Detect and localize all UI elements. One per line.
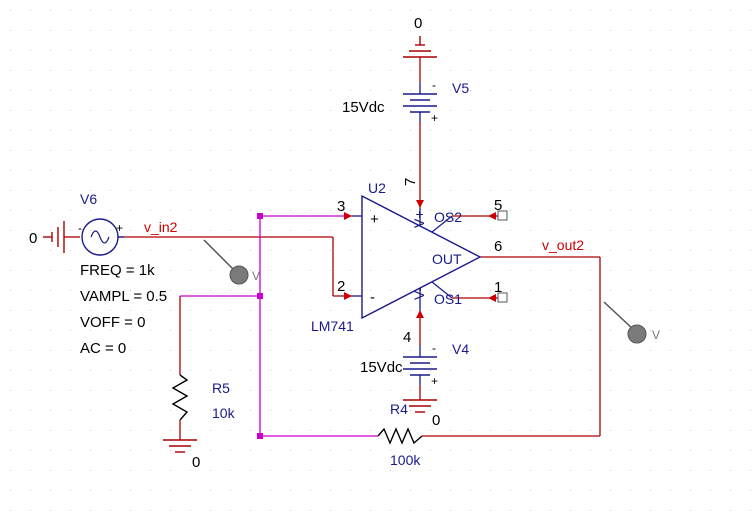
u2-os2-label: OS2 bbox=[434, 209, 462, 225]
battery-v5[interactable] bbox=[403, 82, 437, 122]
opamp-u2[interactable] bbox=[352, 194, 482, 320]
terminal-pin1 bbox=[497, 292, 508, 303]
arrow-pin4 bbox=[416, 310, 424, 318]
probe-2-label: V bbox=[652, 328, 660, 342]
ground-top-label: 0 bbox=[414, 15, 422, 32]
v5-name: V5 bbox=[452, 80, 469, 96]
ground-left bbox=[43, 221, 65, 253]
arrow-pin5 bbox=[488, 212, 496, 220]
arrow-pin3 bbox=[344, 212, 352, 220]
offset-terminals bbox=[497, 210, 508, 303]
ground-v4 bbox=[403, 399, 437, 413]
pin-arrows bbox=[344, 200, 496, 318]
voltage-probe-2[interactable] bbox=[603, 301, 647, 344]
probe-1-label: V bbox=[252, 269, 260, 283]
u2-model: LM741 bbox=[311, 318, 354, 334]
junctions bbox=[257, 213, 263, 439]
v5-value: 15Vdc bbox=[342, 99, 385, 116]
v6-ac: AC = 0 bbox=[80, 340, 126, 357]
terminal-pin5 bbox=[497, 210, 508, 221]
resistor-r5[interactable] bbox=[171, 374, 189, 421]
resistor-r4[interactable] bbox=[377, 427, 423, 445]
arrow-pin7 bbox=[416, 200, 424, 208]
arrow-pin1 bbox=[488, 294, 496, 302]
ground-r5-label: 0 bbox=[192, 454, 200, 471]
pin-number-2: 2 bbox=[337, 278, 345, 295]
ground-r5 bbox=[163, 439, 197, 453]
u2-vpos-label: V+ bbox=[411, 210, 427, 228]
v5-minus-sign: - bbox=[432, 78, 436, 92]
voltage-probe-1[interactable] bbox=[203, 239, 249, 285]
u2-out-label: OUT bbox=[432, 251, 462, 267]
junction-bottom bbox=[257, 433, 263, 439]
u2-name: U2 bbox=[368, 180, 386, 196]
u2-in-minus: - bbox=[370, 289, 375, 306]
pin-number-3: 3 bbox=[337, 198, 345, 215]
battery-v4[interactable] bbox=[403, 345, 437, 385]
u2-in-plus: + bbox=[370, 211, 379, 228]
junction-mid bbox=[257, 293, 263, 299]
grid-dots bbox=[10, 10, 751, 511]
u2-os1-label: OS1 bbox=[434, 291, 462, 307]
r4-name: R4 bbox=[390, 401, 408, 417]
v6-freq: FREQ = 1k bbox=[80, 262, 155, 279]
pin-number-6: 6 bbox=[494, 238, 502, 255]
v5-plus-sign: + bbox=[431, 111, 438, 125]
v6-voff: VOFF = 0 bbox=[80, 314, 145, 331]
wires bbox=[64, 57, 601, 440]
pin-number-1: 1 bbox=[494, 279, 502, 296]
v4-plus-sign: + bbox=[431, 374, 438, 388]
ground-v4-label: 0 bbox=[432, 412, 440, 429]
pin-number-4: 4 bbox=[403, 329, 411, 346]
pin-number-5: 5 bbox=[494, 197, 502, 214]
r5-name: R5 bbox=[212, 380, 230, 396]
net-label-vin: v_in2 bbox=[144, 219, 178, 235]
pin-number-7: 7 bbox=[402, 178, 419, 186]
u2-vneg-label: V- bbox=[411, 286, 427, 300]
r4-value: 100k bbox=[390, 452, 421, 468]
junction-top bbox=[257, 213, 263, 219]
v6-vampl: VAMPL = 0.5 bbox=[80, 288, 167, 305]
v4-value: 15Vdc bbox=[360, 359, 403, 376]
v4-name: V4 bbox=[452, 341, 469, 357]
v6-plus-sign: + bbox=[116, 221, 123, 235]
arrow-pin2 bbox=[344, 292, 352, 300]
ground-top bbox=[403, 36, 437, 58]
v6-minus-sign: - bbox=[78, 221, 82, 235]
sine-source-v6[interactable] bbox=[81, 218, 124, 256]
v4-minus-sign: - bbox=[432, 341, 436, 355]
v6-name: V6 bbox=[80, 191, 97, 207]
r5-value: 10k bbox=[212, 405, 236, 421]
net-label-vout: v_out2 bbox=[542, 237, 584, 253]
ground-left-label: 0 bbox=[29, 230, 37, 247]
